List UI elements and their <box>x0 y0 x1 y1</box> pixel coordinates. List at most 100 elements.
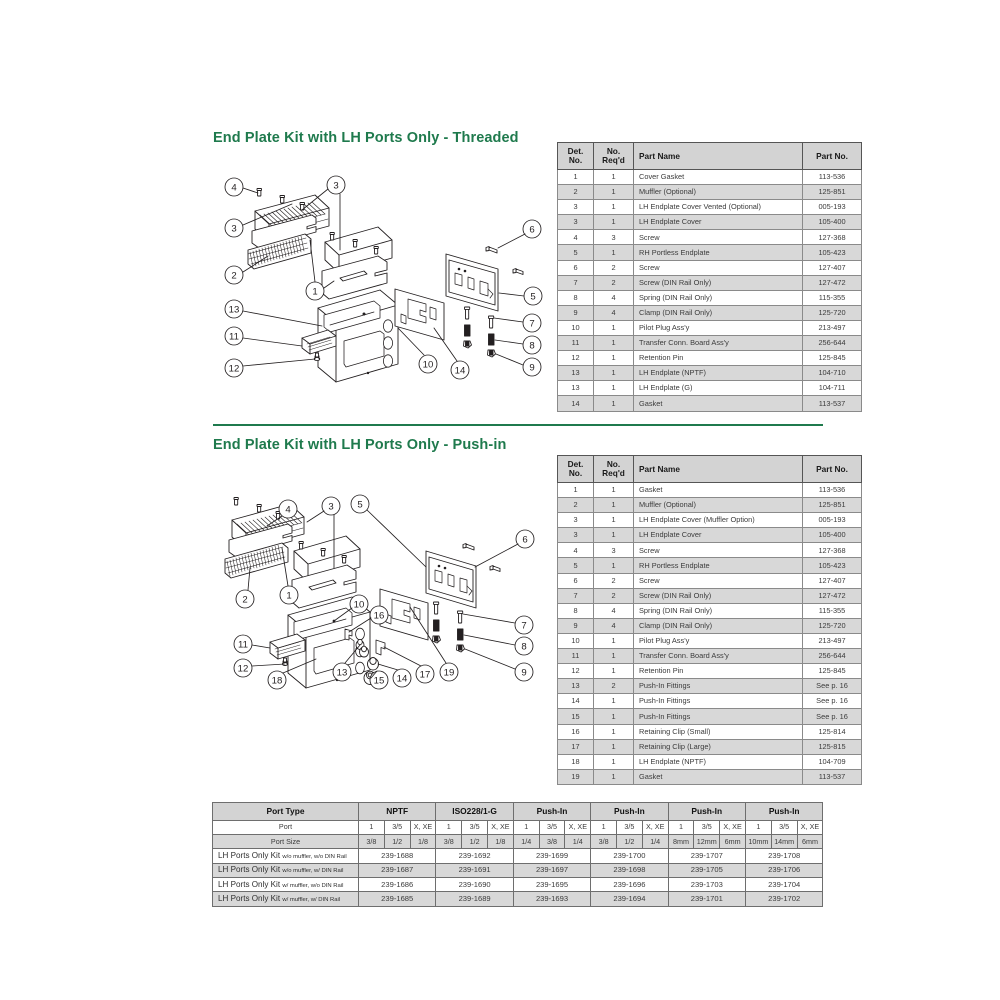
column-header-no-reqd: No. Req'd <box>593 455 634 483</box>
svg-text:9: 9 <box>529 363 534 374</box>
cell-det-no: 2 <box>557 497 594 514</box>
cell-det-no: 3 <box>557 527 594 544</box>
cell-part-name: Screw <box>633 572 803 589</box>
cell-part-name: Retaining Clip (Large) <box>633 738 803 755</box>
port-size-value: 3/8 <box>538 833 566 850</box>
port-group-header: Push-In <box>744 802 824 821</box>
cell-part-no: 005-193 <box>802 512 862 529</box>
svg-text:6: 6 <box>529 225 534 236</box>
cell-part-no: See p. 16 <box>802 693 862 710</box>
cell-part-name: Push-In Fittings <box>633 678 803 695</box>
cell-det-no: 5 <box>557 244 594 261</box>
cell-part-no: 005-193 <box>802 199 862 216</box>
kit-part-number: 239-1702 <box>744 891 824 907</box>
cell-part-name: LH Endplate Cover <box>633 527 803 544</box>
column-header-no-reqd: No. Req'd <box>593 142 634 170</box>
cell-no-reqd: 4 <box>593 617 634 634</box>
svg-text:7: 7 <box>529 319 534 330</box>
port-designation: 1 <box>358 819 385 835</box>
cell-part-no: 115-355 <box>802 289 862 306</box>
port-table-row: LH Ports Only Kit w/o muffler, w/o DIN R… <box>212 848 824 864</box>
svg-text:2: 2 <box>231 271 236 282</box>
cell-part-no: 105-423 <box>802 244 862 261</box>
cell-part-name: Muffler (Optional) <box>633 497 803 514</box>
column-header-part-name: Part Name <box>633 455 803 483</box>
port-size-value: 6mm <box>796 833 824 850</box>
cell-no-reqd: 1 <box>593 168 634 186</box>
cell-part-no: 127-472 <box>802 274 862 291</box>
kit-part-number: 239-1691 <box>435 862 514 879</box>
kit-label-main: LH Ports Only Kit <box>218 865 283 875</box>
svg-text:16: 16 <box>374 611 385 622</box>
svg-text:1: 1 <box>286 591 291 602</box>
kit-part-number: 239-1694 <box>590 891 669 907</box>
cell-no-reqd: 1 <box>593 557 634 574</box>
parts-table-pushin-head: Det. No. No. Req'd Part Name Part No. <box>557 455 862 483</box>
cell-no-reqd: 1 <box>593 184 634 201</box>
port-type-label: Port Type <box>212 802 359 821</box>
cell-no-reqd: 2 <box>593 678 634 695</box>
cell-part-name: Retention Pin <box>633 663 803 680</box>
svg-text:5: 5 <box>357 500 362 511</box>
cell-no-reqd: 1 <box>593 648 634 665</box>
svg-text:3: 3 <box>231 224 236 235</box>
cell-det-no: 7 <box>557 274 594 291</box>
cell-part-no: 113-536 <box>802 481 862 499</box>
svg-text:4: 4 <box>231 183 237 194</box>
port-designation: 3/5 <box>383 819 411 835</box>
port-size-label: Port Size <box>212 833 359 850</box>
cell-det-no: 4 <box>557 229 594 246</box>
cell-det-no: 19 <box>557 768 594 785</box>
cell-det-no: 10 <box>557 319 594 337</box>
kit-part-number: 239-1707 <box>667 848 746 864</box>
port-designation: 3/5 <box>770 819 798 835</box>
svg-text:8: 8 <box>521 642 526 653</box>
svg-text:7: 7 <box>521 621 526 632</box>
port-designation: 1 <box>744 819 772 835</box>
port-size-value: 1/8 <box>409 833 437 850</box>
kit-configuration-label: LH Ports Only Kit w/o muffler, w/ DIN Ra… <box>212 862 359 879</box>
port-group-header: ISO228/1-G <box>435 802 514 821</box>
kit-part-number: 239-1685 <box>357 891 437 907</box>
port-designation: 1 <box>512 819 540 835</box>
cell-no-reqd: 2 <box>593 587 634 604</box>
cell-part-name: LH Endplate (NPTF) <box>633 753 803 770</box>
cell-det-no: 4 <box>557 542 594 559</box>
cell-part-no: 125-845 <box>802 350 862 367</box>
cell-no-reqd: 1 <box>593 768 634 785</box>
kit-part-number: 239-1687 <box>357 862 437 879</box>
kit-part-number: 239-1692 <box>435 848 514 864</box>
cell-det-no: 10 <box>557 632 594 650</box>
exploded-diagram-pushin: 4 3 5 2 1 11 12 18 10 16 13 15 14 17 19 … <box>212 482 552 702</box>
cell-part-no: 115-355 <box>802 602 862 619</box>
cell-part-no: 256-644 <box>802 335 862 352</box>
cell-part-no: 125-851 <box>802 497 862 514</box>
cell-part-name: Muffler (Optional) <box>633 184 803 201</box>
cell-part-name: Push-In Fittings <box>633 708 803 725</box>
cell-no-reqd: 1 <box>593 632 634 650</box>
kit-part-number: 239-1704 <box>744 877 824 893</box>
svg-text:8: 8 <box>529 341 534 352</box>
cell-part-no: 105-400 <box>802 527 862 544</box>
cell-part-no: 256-644 <box>802 648 862 665</box>
svg-text:6: 6 <box>522 535 527 546</box>
cell-det-no: 12 <box>557 350 594 367</box>
svg-text:9: 9 <box>521 668 526 679</box>
svg-text:10: 10 <box>423 360 434 371</box>
cell-part-no: 105-400 <box>802 214 862 231</box>
svg-text:13: 13 <box>229 305 240 316</box>
cell-part-name: RH Portless Endplate <box>633 557 803 574</box>
kit-configuration-label: LH Ports Only Kit w/o muffler, w/o DIN R… <box>212 848 359 864</box>
